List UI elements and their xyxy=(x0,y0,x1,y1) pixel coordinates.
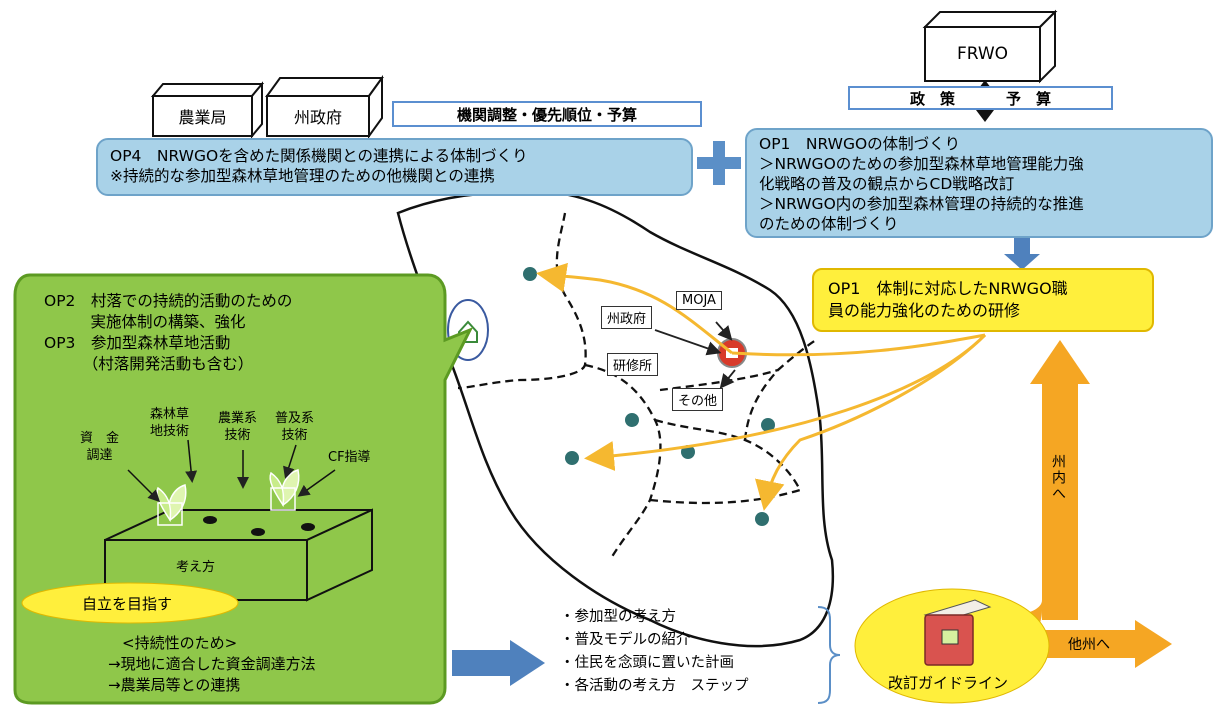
forest-tech-label: 森林草 地技術 xyxy=(150,406,189,440)
funds-label: 資 金 調達 xyxy=(80,430,119,464)
down-arrow-icon xyxy=(1004,236,1040,270)
self-reliance-label: 自立を目指す xyxy=(82,595,173,613)
guideline-item-1: ・参加型の考え方 xyxy=(560,609,676,625)
village-line-2: 実施体制の構築、強化 xyxy=(44,313,246,331)
map-outline xyxy=(396,190,835,648)
policy-label: 政 策 xyxy=(910,89,956,108)
training-flow-arrows xyxy=(536,262,987,511)
op1-line-1: OP1 NRWGOの体制づくり xyxy=(759,135,961,153)
op4-box: OP4 NRWGOを含めた関係機関との連携による体制づくり ※持続的な参加型森林… xyxy=(96,138,693,196)
sustain-line-1: <持続性のため> xyxy=(122,634,238,652)
ext-tech-1: 普及系 xyxy=(275,411,315,426)
state-gov-label: 州政府 xyxy=(293,108,342,127)
seedling-icon-2 xyxy=(269,469,300,511)
budget-label: 予 算 xyxy=(1005,89,1051,108)
village-markers xyxy=(523,267,775,526)
op1-line-5: のための体制づくり xyxy=(759,215,899,233)
agri-bureau-label: 農業局 xyxy=(178,108,227,127)
village-op-text: OP2 村落での持続的活動のための 実施体制の構築、強化 OP3 参加型森林草地… xyxy=(44,291,292,375)
training-box: OP1 体制に対応したNRWGO職 員の能力強化のための研修 xyxy=(812,268,1154,332)
op1-line-4: ＞NRWGO内の参加型森林管理の持続的な推進 xyxy=(759,195,1084,213)
plus-icon xyxy=(697,141,741,185)
cf-guidance-label: CF指導 xyxy=(328,450,371,465)
frwo-bar: 政 策 予 算 xyxy=(848,86,1113,110)
op4-line-2: ※持続的な参加型森林草地管理のための他機関との連携 xyxy=(110,167,495,185)
ext-tech-2: 技術 xyxy=(281,428,308,443)
guideline-item-3: ・住民を念頭に置いた計画 xyxy=(560,655,734,671)
map-training-center: 研修所 xyxy=(607,353,659,376)
village-line-3: OP3 参加型森林草地活動 xyxy=(44,334,231,352)
sustain-text: <持続性のため> →現地に適合した資金調達方法 →農業局等との連携 xyxy=(108,633,316,696)
frwo-label: FRWO xyxy=(956,44,1009,64)
guideline-list: ・参加型の考え方 ・普及モデルの紹介 ・住民を念頭に置いた計画 ・各活動の考え方… xyxy=(560,606,749,698)
other-states-label: 他州へ xyxy=(1068,637,1110,653)
input-arrows xyxy=(127,439,336,503)
within-state-label: 州内へ xyxy=(1050,454,1066,502)
agri-tech-label: 農業系 技術 xyxy=(218,410,257,444)
guideline-item-2: ・普及モデルの紹介 xyxy=(560,632,691,648)
op4-line-1: OP4 NRWGOを含めた関係機関との連携による体制づくり xyxy=(110,147,528,165)
forest-tech-1: 森林草 xyxy=(150,407,190,422)
ext-tech-label: 普及系 技術 xyxy=(275,410,314,444)
village-line-1: OP2 村落での持続的活動のための xyxy=(44,292,293,310)
agri-tech-1: 農業系 xyxy=(218,411,258,426)
map-moja: MOJA xyxy=(676,291,722,310)
frwo-box xyxy=(922,9,1058,84)
op1-box: OP1 NRWGOの体制づくり ＞NRWGOのための参加型森林草地管理能力強 化… xyxy=(745,128,1213,238)
sustain-line-2: →現地に適合した資金調達方法 xyxy=(108,655,316,673)
guideline-item-4: ・各活動の考え方 ステップ xyxy=(560,678,749,694)
self-reliance-ellipse xyxy=(21,582,239,624)
map-state-gov: 州政府 xyxy=(601,306,653,329)
op1-line-3: 化戦略の普及の観点からCD戦略改訂 xyxy=(759,175,1015,193)
state-box xyxy=(265,74,384,140)
orange-arrows xyxy=(1010,340,1172,668)
village-line-4: （村落開発活動も含む） xyxy=(44,355,254,373)
funds-label-1: 資 金 xyxy=(80,431,120,446)
book-icon xyxy=(923,599,992,666)
forest-tech-2: 地技術 xyxy=(150,424,190,439)
funds-label-2: 調達 xyxy=(86,448,113,463)
seedling-icon xyxy=(156,484,187,526)
list-bracket xyxy=(817,606,841,704)
link-arrows xyxy=(654,321,736,389)
idea-label: 考え方 xyxy=(176,560,216,575)
map-other: その他 xyxy=(672,388,724,411)
sustain-line-3: →農業局等との連携 xyxy=(108,676,241,694)
training-line-2: 員の能力強化のための研修 xyxy=(828,301,1021,320)
agri-tech-2: 技術 xyxy=(224,428,251,443)
guideline-label: 改訂ガイドライン xyxy=(888,674,1009,692)
right-arrow-icon xyxy=(452,640,545,686)
training-line-1: OP1 体制に対応したNRWGO職 xyxy=(828,279,1068,298)
coordination-bar: 機関調整・優先順位・予算 xyxy=(392,101,702,127)
agri-box xyxy=(150,81,265,139)
op1-line-2: ＞NRWGOのための参加型森林草地管理能力強 xyxy=(759,155,1084,173)
